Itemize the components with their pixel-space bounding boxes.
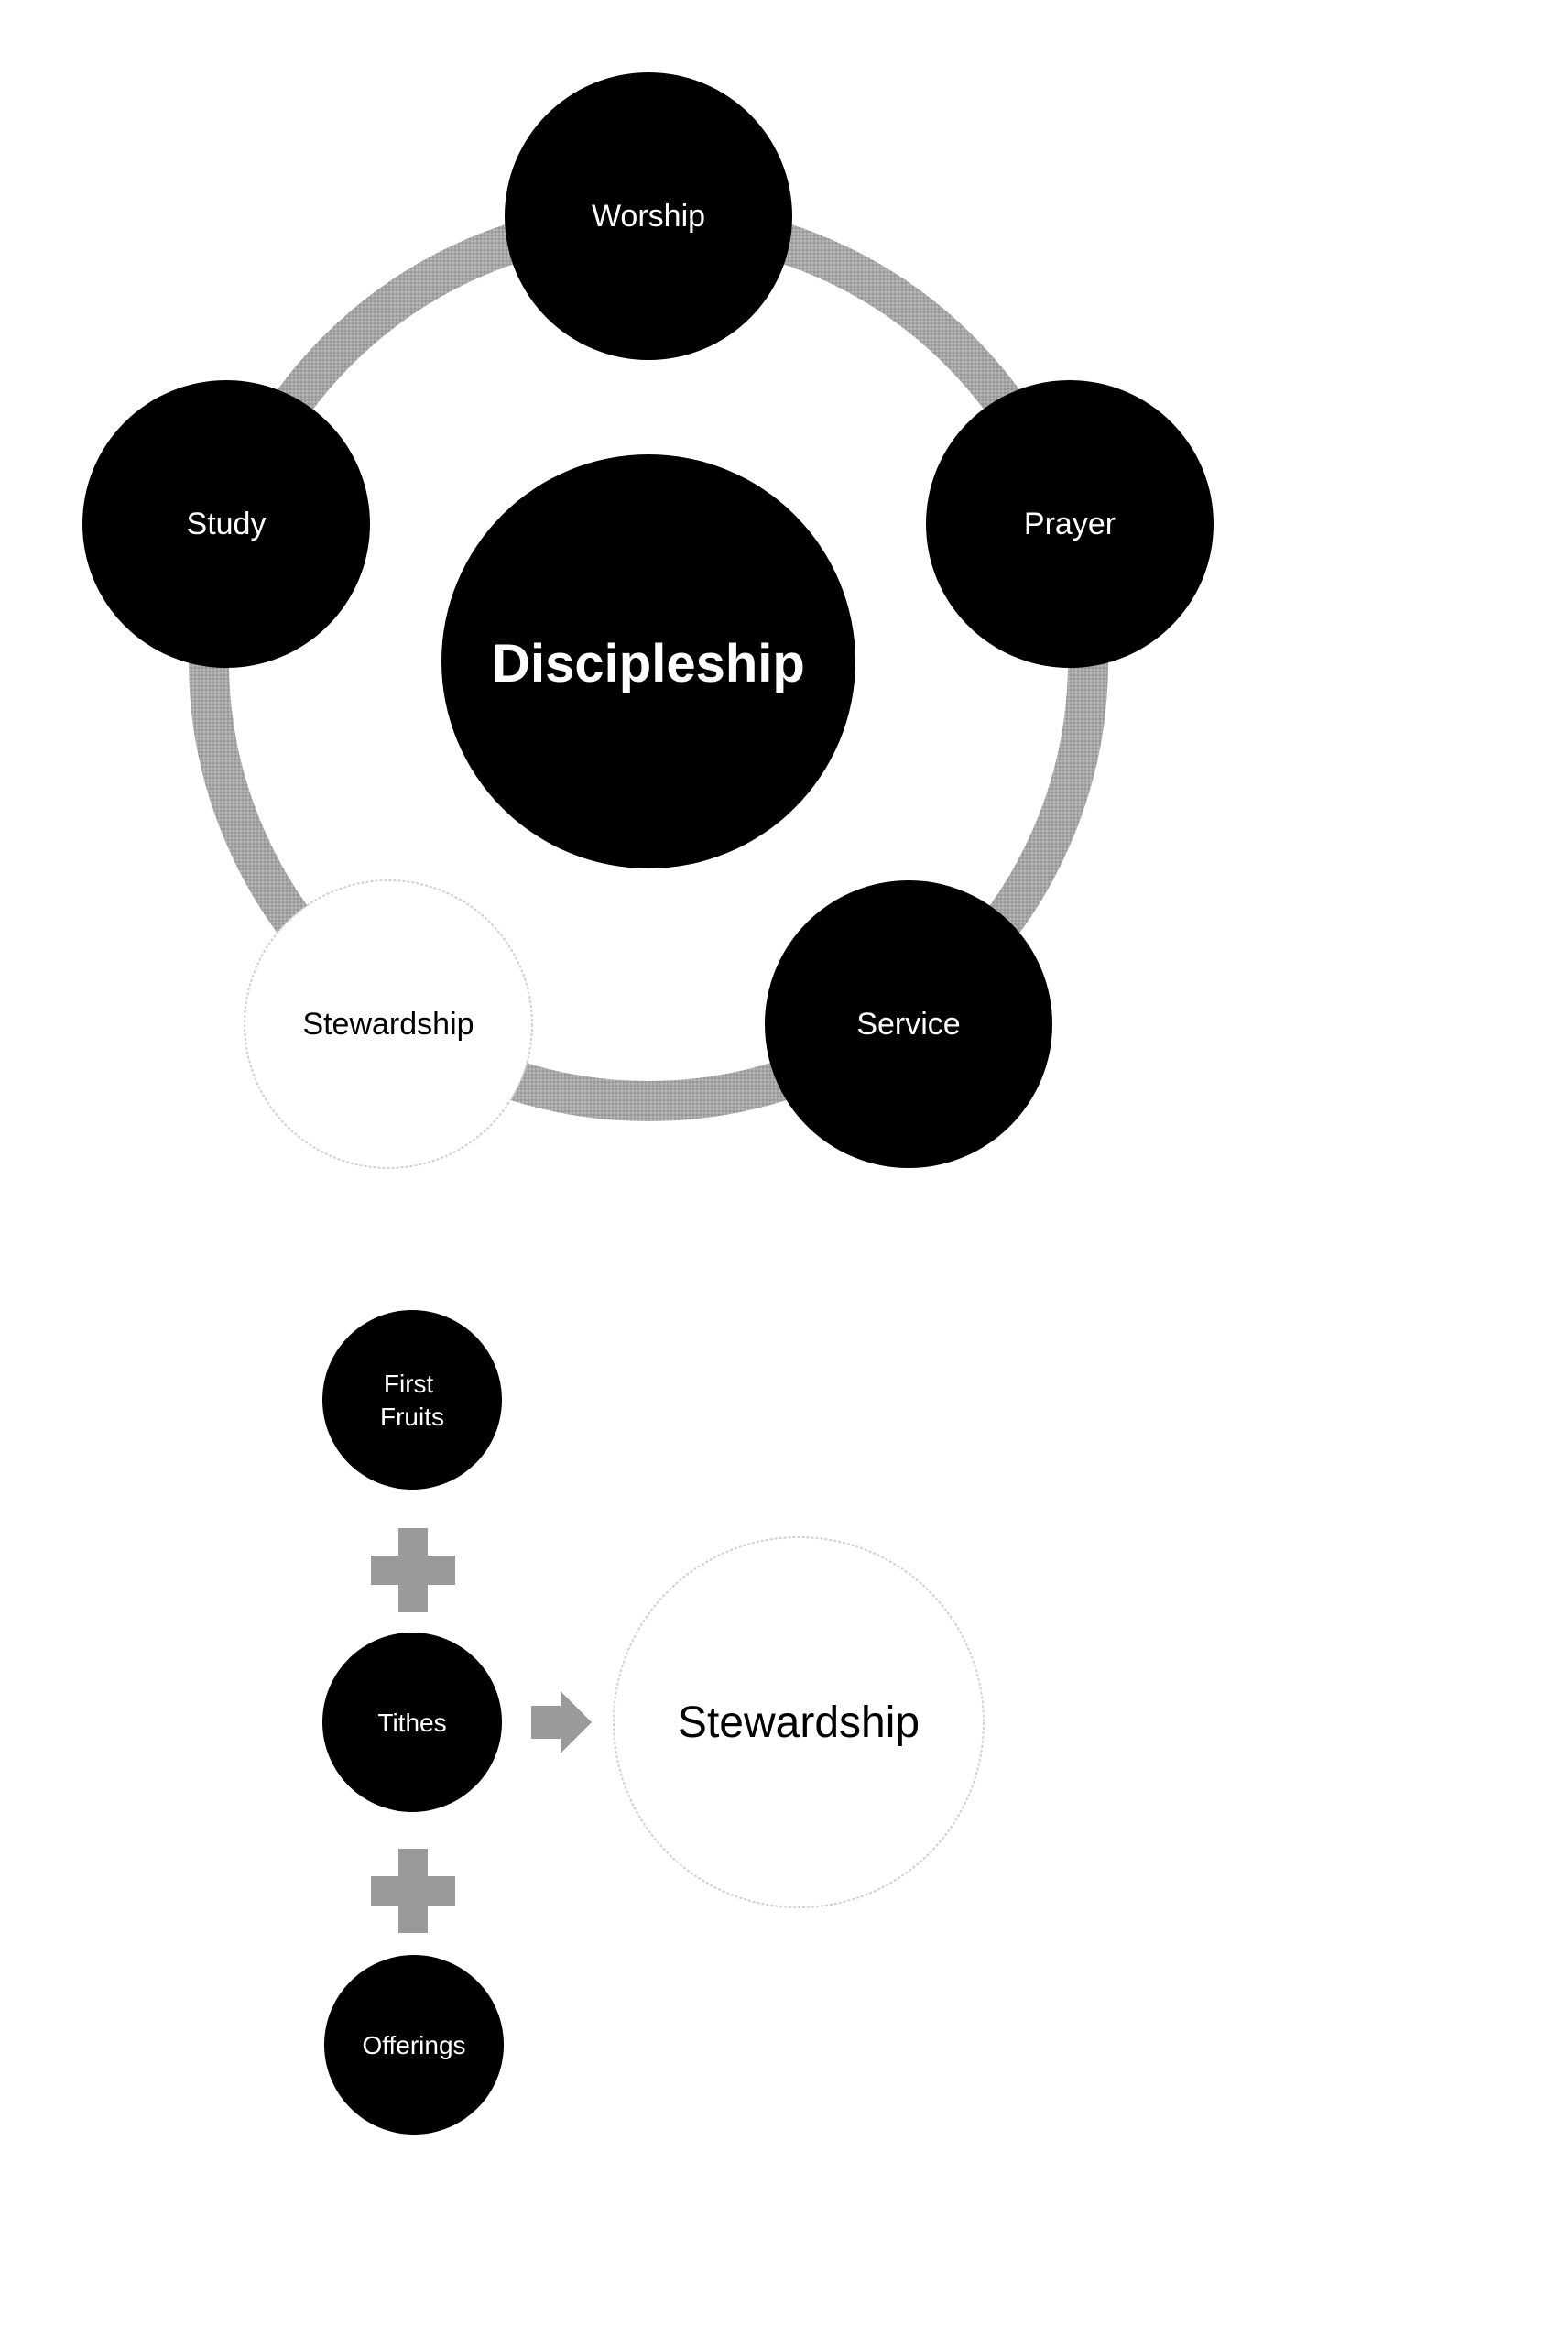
term-tithes-line-1: Tithes — [377, 1709, 446, 1737]
svg-text:First Fruits: First Fruits — [380, 1370, 444, 1431]
term-first-fruits-line-2: Fruits — [380, 1403, 444, 1431]
node-worship-label: Worship — [592, 199, 705, 234]
plus-icon — [371, 1849, 455, 1933]
cycle-diagram: Discipleship Worship Prayer Service Stew… — [82, 72, 1214, 1169]
result-stewardship: Stewardship — [613, 1536, 985, 1908]
arrow-right-icon — [531, 1691, 592, 1753]
term-first-fruits-line-1: First — [384, 1370, 434, 1398]
center-node: Discipleship — [441, 454, 855, 868]
node-prayer-label: Prayer — [1024, 507, 1116, 541]
term-offerings: Offerings — [324, 1955, 504, 2135]
term-offerings-line-1: Offerings — [362, 2031, 465, 2059]
term-first-fruits: First Fruits — [322, 1310, 502, 1490]
node-service-label: Service — [856, 1007, 960, 1042]
equation-diagram: First Fruits Tithes Offerings — [322, 1310, 985, 2135]
center-label: Discipleship — [492, 634, 805, 693]
result-stewardship-label: Stewardship — [678, 1698, 920, 1747]
node-study: Study — [82, 380, 370, 668]
node-prayer: Prayer — [926, 380, 1214, 668]
node-worship: Worship — [505, 72, 792, 360]
node-stewardship: Stewardship — [244, 879, 533, 1169]
term-tithes: Tithes — [322, 1633, 502, 1812]
svg-text:Tithes: Tithes — [377, 1709, 446, 1737]
svg-text:Offerings: Offerings — [362, 2031, 465, 2059]
node-stewardship-label: Stewardship — [302, 1007, 474, 1042]
plus-icon — [371, 1528, 455, 1612]
node-service: Service — [765, 880, 1052, 1168]
node-study-label: Study — [187, 507, 267, 541]
